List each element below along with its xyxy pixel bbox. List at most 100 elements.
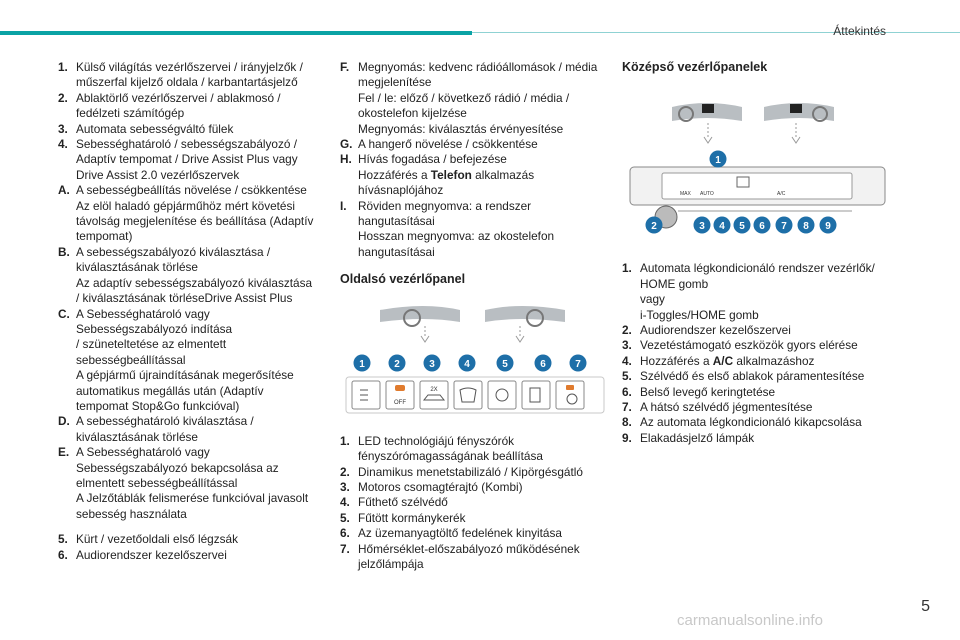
item-line: sebesség használata <box>76 506 187 521</box>
item-line: Az üzemanyagtöltő fedelének kinyitása <box>358 526 562 541</box>
item-line: A sebességhatároló kiválasztása / <box>76 414 254 429</box>
item-key: 5. <box>622 369 632 384</box>
item-key: H. <box>340 152 352 167</box>
item-key: D. <box>58 414 70 429</box>
item-line: i-Toggles/HOME gomb <box>640 307 759 322</box>
item-line: Megnyomás: kedvenc rádióállomások / médi… <box>358 60 598 74</box>
item-line: Az automata légkondicionáló kikapcsolása <box>640 415 862 430</box>
list-item: A.A sebességbeállítás növelése / csökken… <box>58 183 328 245</box>
section-title-center-panel: Középső vezérlőpanelek <box>622 60 768 74</box>
item-line: Fel / le: előző / következő rádió / médi… <box>358 90 570 105</box>
callout-badge-6: 6 <box>753 216 771 234</box>
item-key: 5. <box>340 510 350 525</box>
item-line: A hátsó szélvédő jégmentesítése <box>640 400 813 415</box>
item-text: Az üzemanyagtöltő fedelének kinyitása <box>358 526 610 541</box>
list-item: 9.Elakadásjelző lámpák <box>622 431 902 446</box>
callout-badge-5: 5 <box>733 216 751 234</box>
callout-badge-2: 2 <box>388 354 406 372</box>
fuel-flap-icon <box>529 387 541 403</box>
svg-text:2: 2 <box>394 359 400 370</box>
list-item: 1. Automata légkondicionáló rendszer vezé… <box>622 261 902 323</box>
list-item: 8. Az automata légkondicionáló kikapcsolá… <box>622 415 902 430</box>
column-right: Középső vezérlőpanelek AUTO <box>622 60 902 446</box>
auto-label: AUTO <box>700 191 714 197</box>
svg-text:5: 5 <box>739 221 745 232</box>
item-key: 1. <box>58 60 68 74</box>
item-key: 1. <box>622 261 632 276</box>
list-item: 3.Motoros csomagtérajtó (Kombi) <box>340 480 610 495</box>
callout-badge-9: 9 <box>819 216 837 234</box>
item-key: B. <box>58 244 70 259</box>
item-line: automatikus megállás után (Adaptív <box>76 383 264 398</box>
item-line: Elakadásjelző lámpák <box>640 430 755 445</box>
item-line: Automata légkondicionáló rendszer vezérl… <box>640 261 875 276</box>
dashboard-right-thumbnail <box>764 103 834 145</box>
svg-text:4: 4 <box>719 221 725 232</box>
item-key: E. <box>58 445 70 460</box>
item-line: Fűtött kormánykerék <box>358 510 466 525</box>
svg-text:3: 3 <box>699 221 705 232</box>
item-line: fényszórómagasságának beállítása <box>358 449 543 464</box>
item-text: Ablaktörlő vezérlőszervei / ablakmosó /f… <box>76 91 328 122</box>
item-text: A hangerő növelése / csökkentése <box>358 137 610 152</box>
item-text: Dinamikus menetstabilizáló / Kipörgésgát… <box>358 465 610 480</box>
item-list-steering-controls: F. Megnyomás: kedvenc rádióállomások / mé… <box>340 60 610 260</box>
item-text: A sebességszabályozó kiválasztása /kivál… <box>76 245 328 307</box>
svg-text:5: 5 <box>502 359 508 370</box>
item-line: sebességbeállítással <box>76 352 186 367</box>
item-line: Ablaktörlő vezérlőszervei / ablakmosó / <box>76 90 281 105</box>
svg-text:6: 6 <box>759 221 765 232</box>
item-line: hívásnaplójához <box>358 183 444 198</box>
item-line: Hozzáférés a Telefon alkalmazás <box>358 167 535 182</box>
dashboard-left-thumbnail <box>672 103 742 145</box>
item-line: Hosszan megnyomva: az okostelefon <box>358 229 555 244</box>
item-key: 2. <box>340 464 350 479</box>
list-item: 6.Audiorendszer kezelőszervei <box>58 548 328 563</box>
item-key: F. <box>340 60 350 74</box>
item-line: Az adaptív sebességszabályozó kiválasztá… <box>76 275 313 290</box>
item-line: Vezetéstámogató eszközök gyors elérése <box>640 338 858 353</box>
item-line: fedélzeti számítógép <box>76 106 185 121</box>
item-line: Szélvédő és első ablakok páramentesítése <box>640 369 865 384</box>
callout-badge-4: 4 <box>458 354 476 372</box>
side-button-row: OFF 2X <box>345 376 605 414</box>
list-item: 4.Sebességhatároló / sebességszabályozó … <box>58 137 328 183</box>
item-key: 8. <box>622 415 632 430</box>
svg-text:6: 6 <box>540 359 546 370</box>
item-text: Sebességhatároló / sebességszabályozó /A… <box>76 137 328 183</box>
tailgate-2x-label: 2X <box>430 387 437 393</box>
item-line: Kürt / vezetőoldali első légzsák <box>76 532 238 547</box>
list-item: 5. Szélvédő és első ablakok páramentesíté… <box>622 369 902 384</box>
list-item: 6.Az üzemanyagtöltő fedelének kinyitása <box>340 526 610 541</box>
item-line: A Sebességhatároló vagy <box>76 445 210 460</box>
list-item: D.A sebességhatároló kiválasztása /kivál… <box>58 414 328 445</box>
svg-text:4: 4 <box>464 359 470 370</box>
item-text: Külső világítás vezérlőszervei / irányje… <box>76 60 328 91</box>
header-accent-bar <box>0 31 472 35</box>
item-line: műszerfal kijelző oldala / karbantartásj… <box>76 75 298 90</box>
item-line: A hangerő növelése / csökkentése <box>358 137 538 152</box>
heated-wheel-icon <box>495 388 509 402</box>
list-item: 6.Belső levegő keringtetése <box>622 385 902 400</box>
item-line: jelzőlámpája <box>358 556 424 571</box>
item-key: 2. <box>622 323 632 338</box>
item-key: 7. <box>340 541 350 556</box>
item-key: 4. <box>340 495 350 510</box>
item-line: Sebességszabályozó bekapcsolása az <box>76 460 279 475</box>
callout-badge-7: 7 <box>569 354 587 372</box>
item-key: 5. <box>58 532 68 547</box>
item-line: tempomat) <box>76 229 133 244</box>
item-key: I. <box>340 198 347 213</box>
list-item: 3.Automata sebességváltó fülek <box>58 122 328 137</box>
callout-badge-7: 7 <box>775 216 793 234</box>
item-line: vagy <box>640 292 665 307</box>
preheat-indicator-icon <box>566 384 578 405</box>
